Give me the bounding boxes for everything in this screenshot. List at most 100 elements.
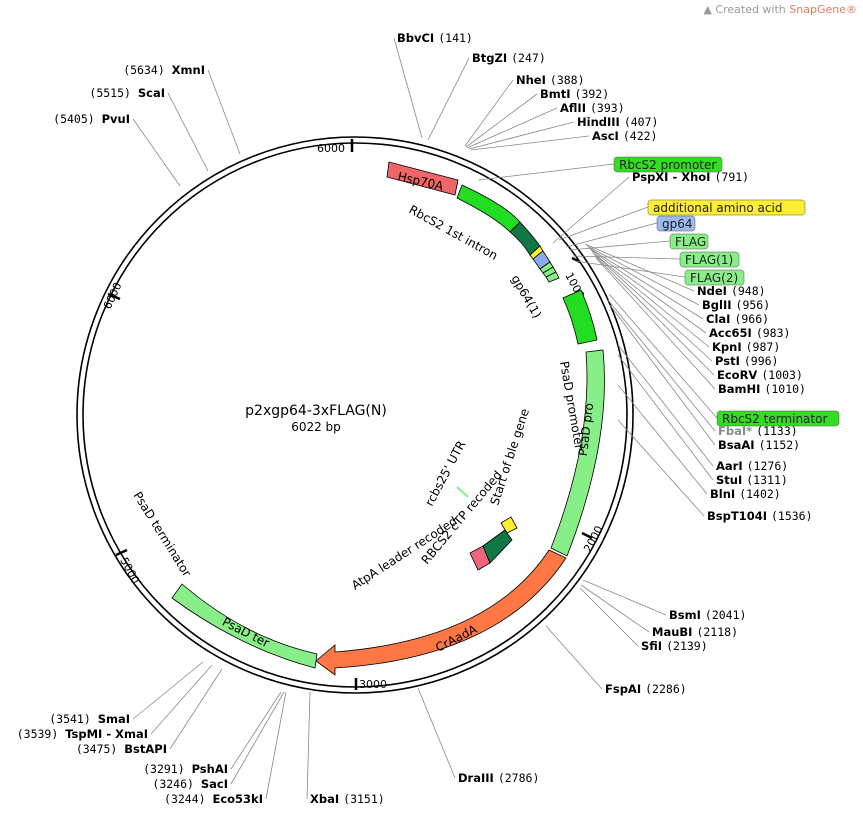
psad-pro-feature[interactable] [550, 349, 605, 557]
leader-stui [617, 354, 714, 481]
enzyme-bmti[interactable]: BmtI (392) [540, 87, 609, 101]
enzyme-aflii[interactable]: AflII (393) [560, 101, 625, 115]
enzyme-clai[interactable]: ClaI (966) [706, 312, 769, 326]
enzyme-blni[interactable]: BlnI (1402) [710, 487, 781, 501]
enzyme-fbai-[interactable]: FbaI* (1133) [718, 424, 798, 438]
enzyme-bstapi[interactable]: (3475) BstAPI [76, 742, 167, 756]
enzyme-name: PvuI [102, 112, 130, 126]
enzyme-pshai[interactable]: (3291) PshAI [143, 762, 228, 776]
enzyme-position: (996) [744, 354, 779, 368]
enzyme-name: BsaAI [718, 438, 759, 452]
enzyme-btgzi[interactable]: BtgZI (247) [472, 51, 546, 65]
leader-bsaai [609, 304, 716, 446]
brand-prefix: Created with [715, 3, 790, 16]
enzyme-name: Acc65I [709, 326, 756, 340]
psad-ter-feature[interactable] [171, 583, 318, 669]
enzyme-maubi[interactable]: MauBI (2118) [652, 625, 738, 639]
enzyme-name: AflII [560, 101, 590, 115]
enzyme-xbai[interactable]: XbaI (3151) [310, 792, 385, 806]
leader-smai [132, 661, 204, 720]
leader-bstapi [169, 668, 223, 750]
backbone-outer-ring [76, 136, 634, 694]
enzyme-bglii[interactable]: BglII (956) [702, 298, 770, 312]
leader-tspmi-xmai [150, 664, 213, 735]
enzyme-aari[interactable]: AarI (1276) [716, 459, 788, 473]
feature-tag-text: RbcS2 terminator [722, 412, 827, 426]
feature-tag-flag[interactable]: FLAG [669, 233, 709, 250]
rbcs2-ctp-feature[interactable] [482, 529, 513, 564]
enzyme-eco53ki[interactable]: (3244) Eco53kI [164, 792, 263, 806]
enzyme-nhei[interactable]: NheI (388) [516, 73, 585, 87]
enzyme-draiii[interactable]: DraIII (2786) [458, 771, 539, 785]
enzyme-position: (3541) [49, 712, 97, 726]
rbcs2-terminator-feature[interactable] [562, 289, 598, 345]
enzyme-smai[interactable]: (3541) SmaI [49, 712, 130, 726]
enzyme-acc65i[interactable]: Acc65I (983) [709, 326, 790, 340]
enzyme-bsaai[interactable]: BsaAI (1152) [718, 438, 800, 452]
enzyme-asci[interactable]: AscI (422) [592, 129, 657, 143]
tick-label-3000: 3000 [359, 678, 387, 691]
hsp70a-feature[interactable] [386, 161, 459, 196]
enzyme-psti[interactable]: PstI (996) [715, 354, 778, 368]
enzyme-labels: BbvCI (141) BtgZI (247) NheI (388)BmtI (39… [17, 31, 813, 806]
leader-rbcs2-promoter [477, 163, 615, 181]
enzyme-position: (5405) [53, 112, 101, 126]
enzyme-position: (1003) [761, 368, 803, 382]
flag2-feature[interactable] [545, 271, 560, 283]
feature-tag-rbcs2-terminator[interactable]: RbcS2 terminator [716, 410, 840, 427]
feature-tag-box [679, 251, 740, 268]
leader-pshai [230, 691, 282, 770]
enzyme-xmni[interactable]: (5634) XmnI [123, 63, 205, 77]
enzyme-position: (791) [714, 170, 749, 184]
enzyme-position: (3244) [164, 792, 212, 806]
enzyme-name: EcoRV [717, 368, 761, 382]
leader-bamhi [595, 257, 716, 390]
enzyme-pspxi-xhoi[interactable]: PspXI - XhoI (791) [632, 170, 749, 184]
enzyme-pvui[interactable]: (5405) PvuI [53, 112, 130, 126]
enzyme-stui[interactable]: StuI (1311) [716, 473, 788, 487]
feature-tag-box [669, 233, 709, 250]
enzyme-name: SmaI [98, 712, 130, 726]
tick-5000 [107, 292, 121, 301]
leader-bspt104i [617, 419, 705, 517]
craada-feature[interactable] [315, 549, 567, 676]
enzyme-tspmi-xmai[interactable]: (3539) TspMI - XmaI [17, 727, 148, 741]
rbcs25-utr-feature[interactable] [456, 486, 469, 498]
enzyme-position: (1276) [747, 459, 789, 473]
enzyme-position: (388) [550, 73, 585, 87]
feature-tag-additional-amino-acid[interactable]: additional amino acid [647, 199, 806, 216]
enzyme-ecorv[interactable]: EcoRV (1003) [717, 368, 803, 382]
enzyme-position: (5634) [123, 63, 171, 77]
enzyme-position: (966) [734, 312, 769, 326]
feature-tag-rbcs2-promoter[interactable]: RbcS2 promoter [613, 156, 723, 173]
plasmid-name: p2xgp64-3xFLAG(N) [245, 403, 387, 419]
enzyme-bsmi[interactable]: BsmI (2041) [669, 608, 746, 622]
enzyme-sfii[interactable]: SfiI (2139) [641, 639, 708, 653]
feature-tag-flag-2-[interactable]: FLAG(2) [684, 269, 745, 286]
feature-tag-gp64[interactable]: gp64 [656, 215, 696, 232]
leader-ndei [584, 243, 695, 292]
tick-label-6000: 6000 [317, 142, 345, 155]
enzyme-name: ScaI [138, 86, 165, 100]
enzyme-ndei[interactable]: NdeI (948) [697, 284, 766, 298]
leader-lines [132, 37, 718, 800]
enzyme-hindiii[interactable]: HindIII (407) [577, 115, 658, 129]
enzyme-name: SacI [201, 777, 228, 791]
enzyme-saci[interactable]: (3246) SacI [152, 777, 228, 791]
enzyme-scai[interactable]: (5515) ScaI [89, 86, 165, 100]
enzyme-bamhi[interactable]: BamHI (1010) [718, 382, 806, 396]
enzyme-name: HindIII [577, 115, 624, 129]
enzyme-position: (1536) [771, 509, 813, 523]
leader-aflii [466, 107, 558, 149]
enzyme-name: BtgZI [472, 51, 511, 65]
enzyme-fspai[interactable]: FspAI (2286) [605, 682, 687, 696]
leader-bglii [586, 245, 700, 306]
leader-acc65i [590, 249, 707, 334]
enzyme-bspt104i[interactable]: BspT104I (1536) [707, 509, 813, 523]
feature-tag-flag-1-[interactable]: FLAG(1) [679, 251, 740, 268]
brand-name: SnapGene [789, 3, 846, 16]
ble-start-feature[interactable] [500, 516, 518, 534]
enzyme-kpni[interactable]: KpnI (987) [712, 340, 780, 354]
enzyme-position: (141) [438, 31, 473, 45]
enzyme-bbvci[interactable]: BbvCI (141) [397, 31, 473, 45]
